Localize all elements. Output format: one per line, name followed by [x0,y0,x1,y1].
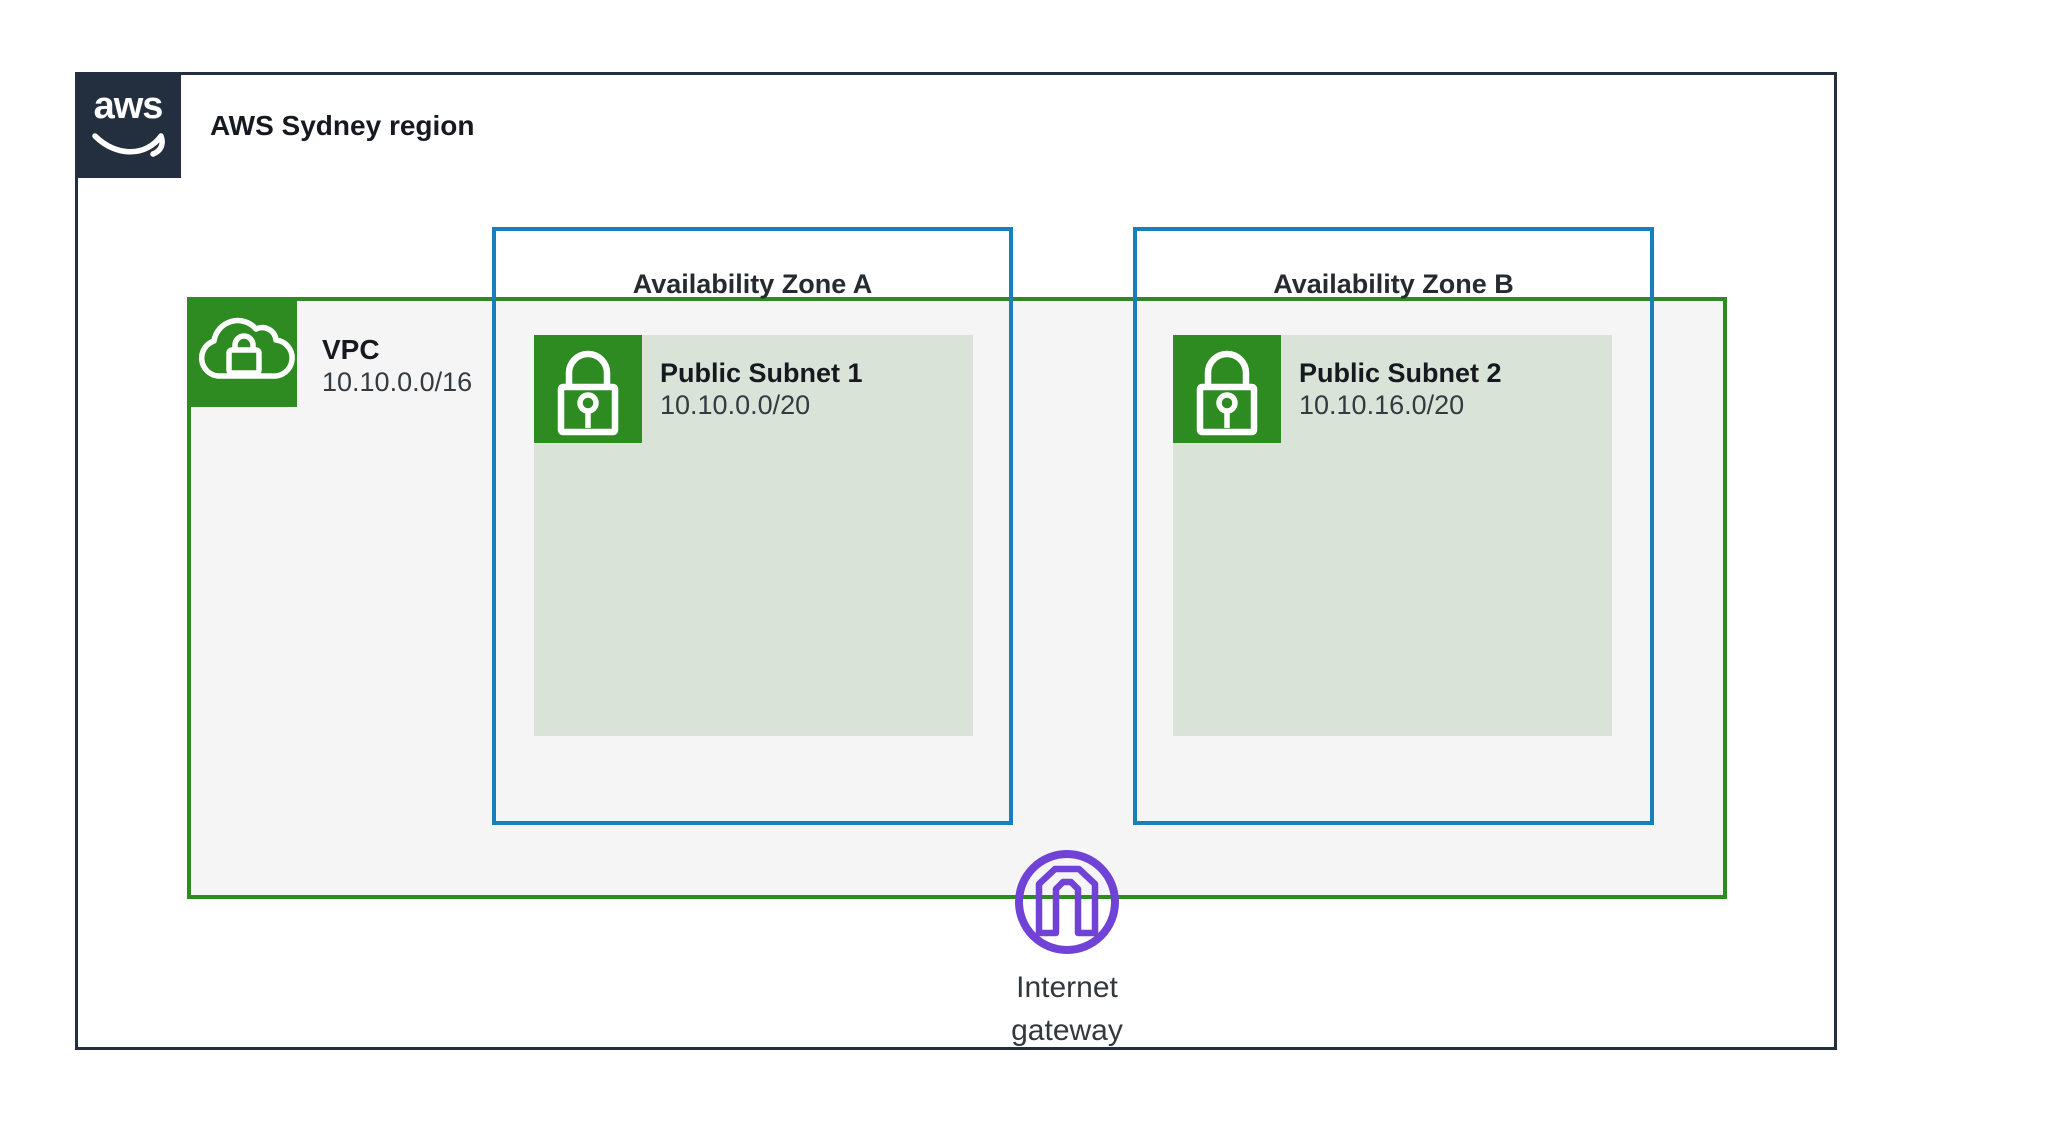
availability-zone-a-label: Availability Zone A [632,269,873,299]
availability-zone-b-box: Availability Zone B [1133,227,1654,825]
aws-logo: aws [75,72,181,178]
subnet-1-cidr: 10.10.0.0/20 [660,390,811,420]
vpc-cloud-lock-icon [187,297,297,407]
aws-logo-text: aws [93,85,164,127]
public-subnet-2-box: Public Subnet 2 10.10.16.0/20 [1173,335,1612,736]
vpc-cidr: 10.10.0.0/16 [322,367,473,397]
subnet-2-label-block: Public Subnet 2 10.10.16.0/20 [1299,357,1502,421]
subnet-lock-icon [1173,335,1281,443]
region-label: AWS Sydney region [210,110,475,141]
vpc-title: VPC [322,334,380,365]
subnet-lock-icon [534,335,642,443]
subnet-2-cidr: 10.10.16.0/20 [1299,390,1465,420]
subnet-1-title: Public Subnet 1 [660,358,863,388]
availability-zone-a-box: Availability Zone A [492,227,1013,825]
public-subnet-1-box: Public Subnet 1 10.10.0.0/20 [534,335,973,736]
subnet-2-title: Public Subnet 2 [1299,358,1502,388]
internet-gateway-icon [1015,850,1119,954]
availability-zone-b-label: Availability Zone B [1273,269,1514,299]
internet-gateway-label: Internet gateway [1011,971,1123,1047]
subnet-1-label-block: Public Subnet 1 10.10.0.0/20 [660,357,863,421]
vpc-label-block: VPC 10.10.0.0/16 [322,333,472,399]
aws-smile-icon [92,133,165,157]
